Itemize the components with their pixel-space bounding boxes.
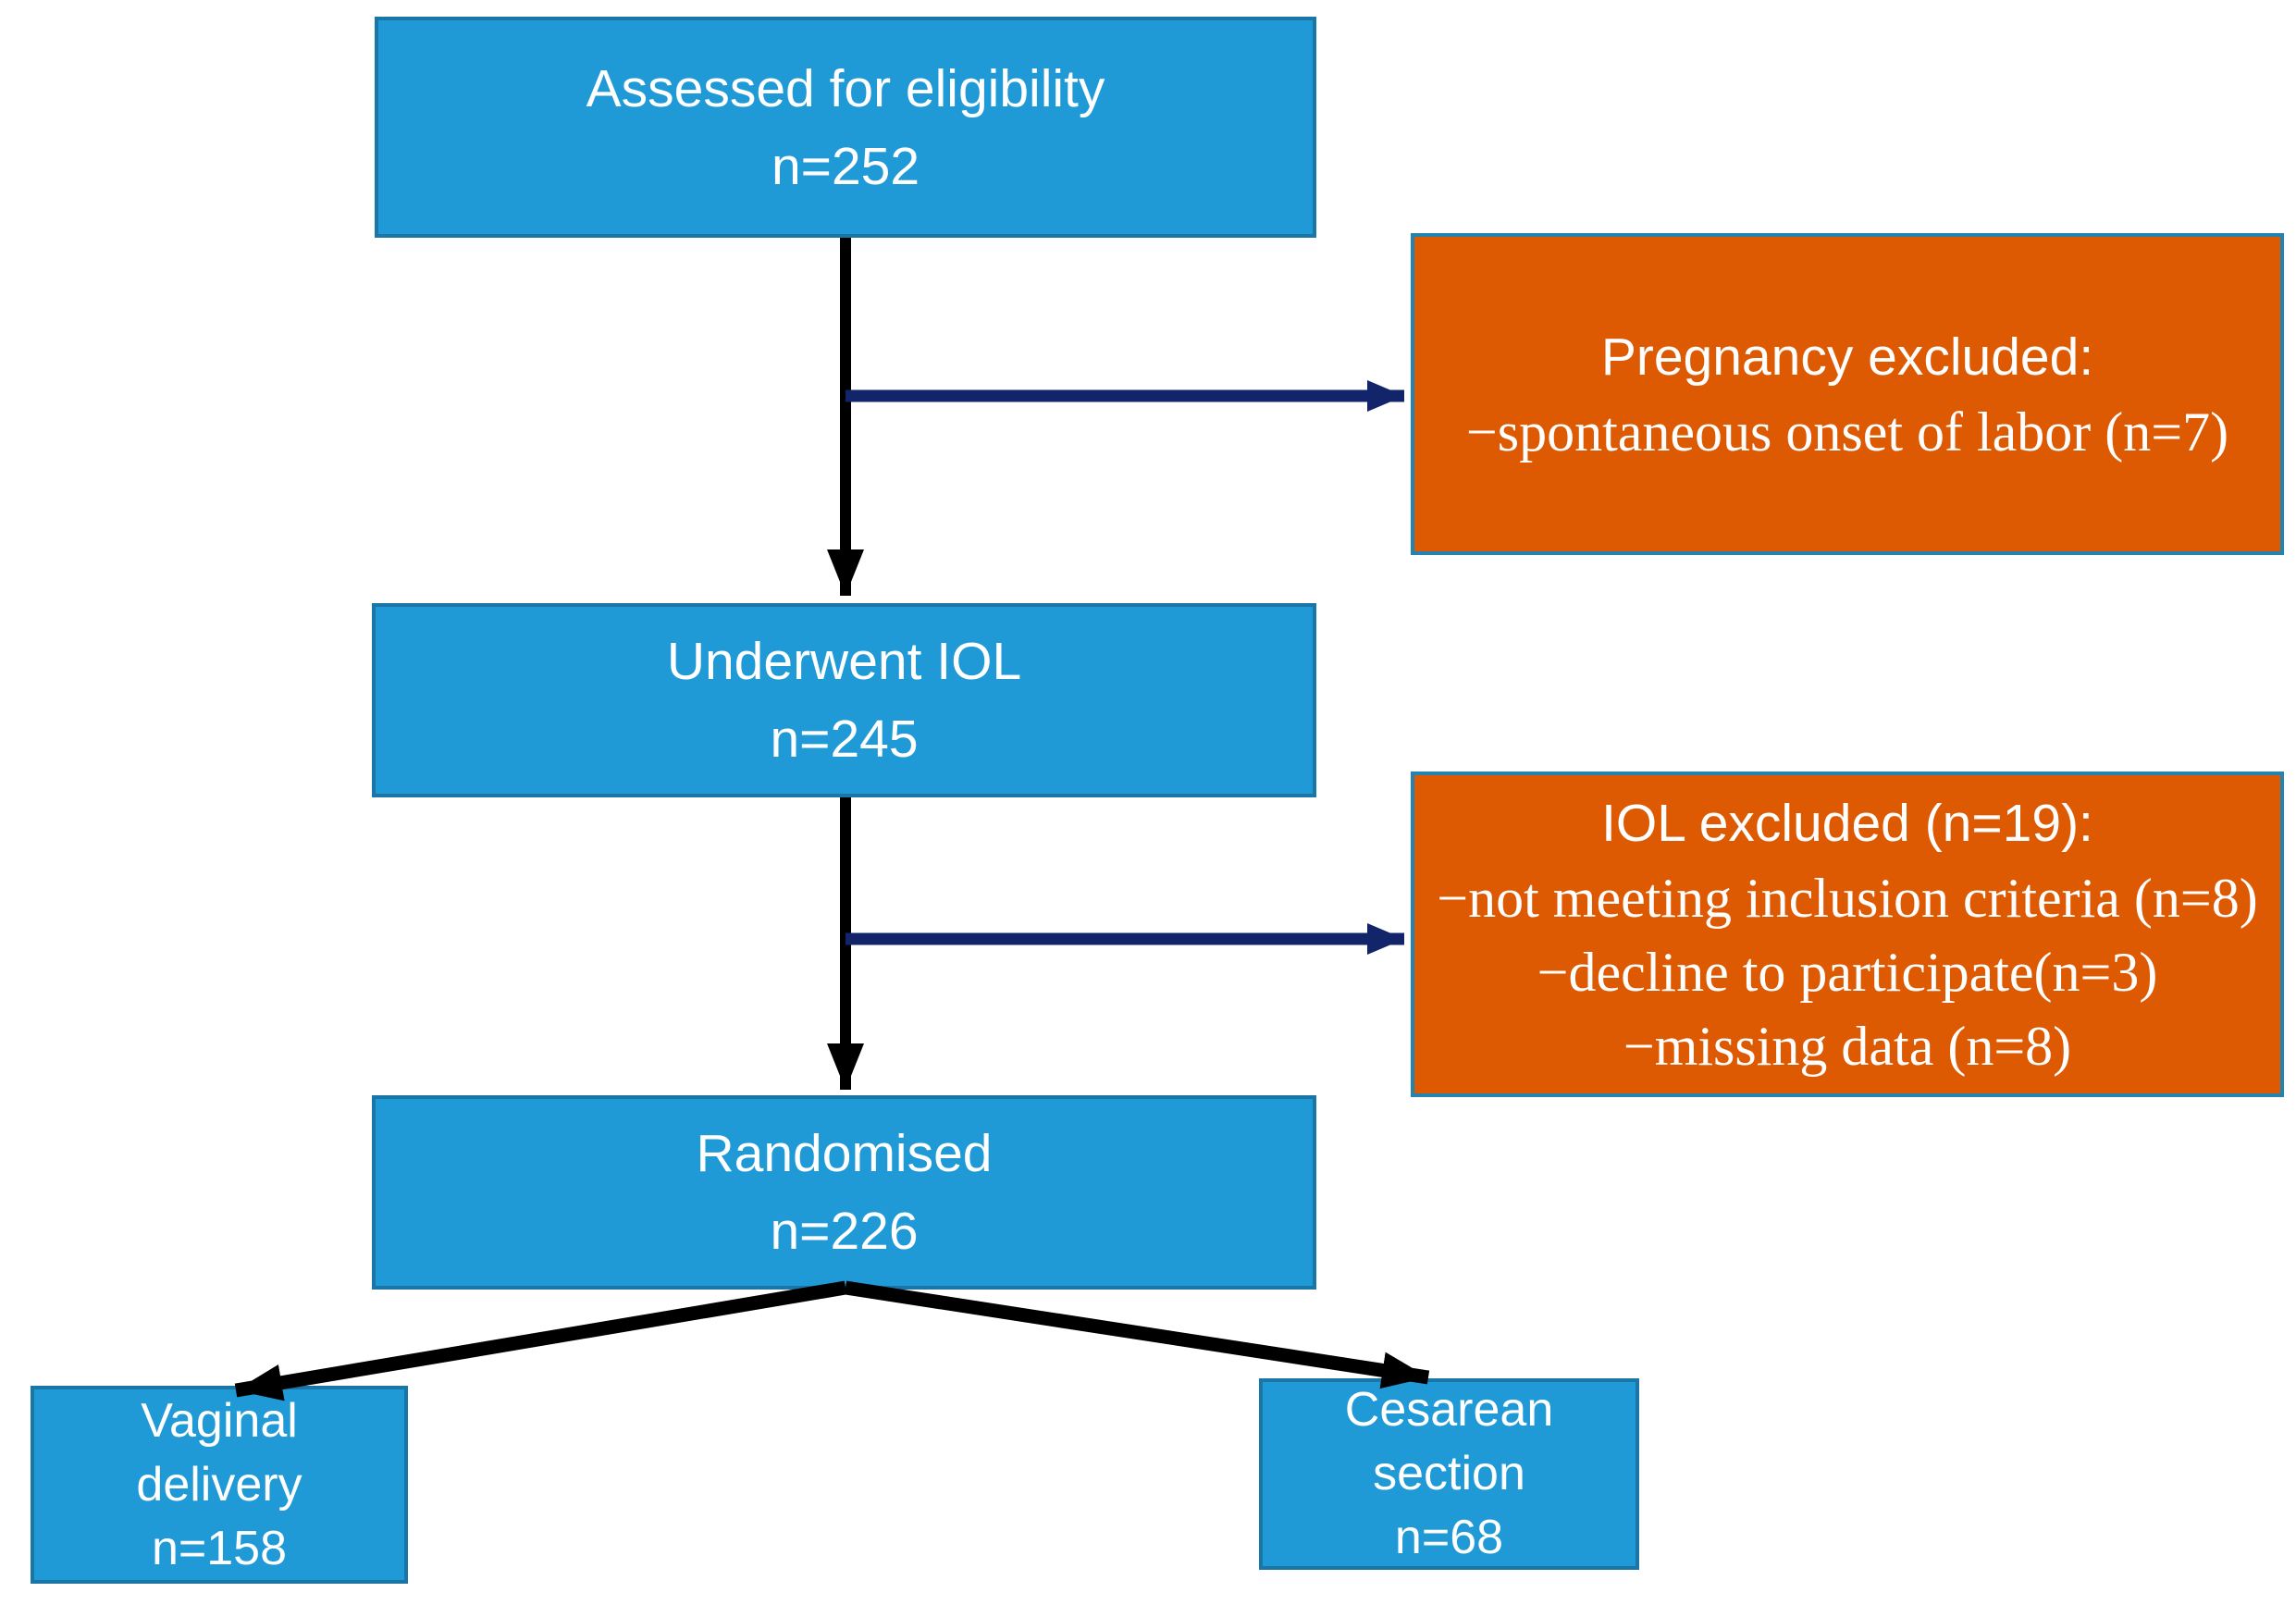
assessed-label: Assessed for eligibility: [586, 58, 1105, 118]
arrow-randomised-to-vaginal: [234, 1280, 847, 1401]
iol-excluded-item-3: −missing data (n=8): [1623, 1016, 2072, 1077]
iol-excluded-title: IOL excluded (n=19):: [1601, 794, 2093, 853]
cesarean-label-1: Cesarean: [1344, 1383, 1554, 1437]
vaginal-delivery-box: Vaginal delivery n=158: [31, 1386, 408, 1584]
assessed-count: n=252: [771, 136, 920, 196]
iol-excluded-item-1: −not meeting inclusion criteria (n=8): [1437, 868, 2258, 929]
pregnancy-excluded-item: −spontaneous onset of labor (n=7): [1465, 401, 2229, 463]
cesarean-section-box: Cesarean section n=68: [1259, 1378, 1639, 1570]
underwent-label: Underwent IOL: [666, 632, 1022, 691]
cesarean-count: n=68: [1394, 1511, 1504, 1564]
randomised-box: Randomised n=226: [372, 1095, 1316, 1290]
randomised-count: n=226: [770, 1202, 919, 1261]
vaginal-count: n=158: [151, 1521, 288, 1575]
vaginal-label-1: Vaginal: [141, 1393, 298, 1448]
underwent-count: n=245: [770, 710, 919, 769]
assessed-for-eligibility-box: Assessed for eligibility n=252: [375, 17, 1316, 238]
underwent-iol-box: Underwent IOL n=245: [372, 603, 1316, 797]
arrow-randomised-to-cesarean: [844, 1280, 1430, 1389]
iol-excluded-box: IOL excluded (n=19): −not meeting inclus…: [1411, 771, 2284, 1097]
iol-excluded-item-2: −decline to participate(n=3): [1537, 942, 2158, 1003]
randomised-label: Randomised: [696, 1124, 993, 1183]
cesarean-label-2: section: [1373, 1447, 1525, 1500]
pregnancy-excluded-box: Pregnancy excluded: −spontaneous onset o…: [1411, 233, 2284, 555]
pregnancy-excluded-title: Pregnancy excluded:: [1600, 327, 2094, 387]
vaginal-label-2: delivery: [136, 1457, 302, 1512]
